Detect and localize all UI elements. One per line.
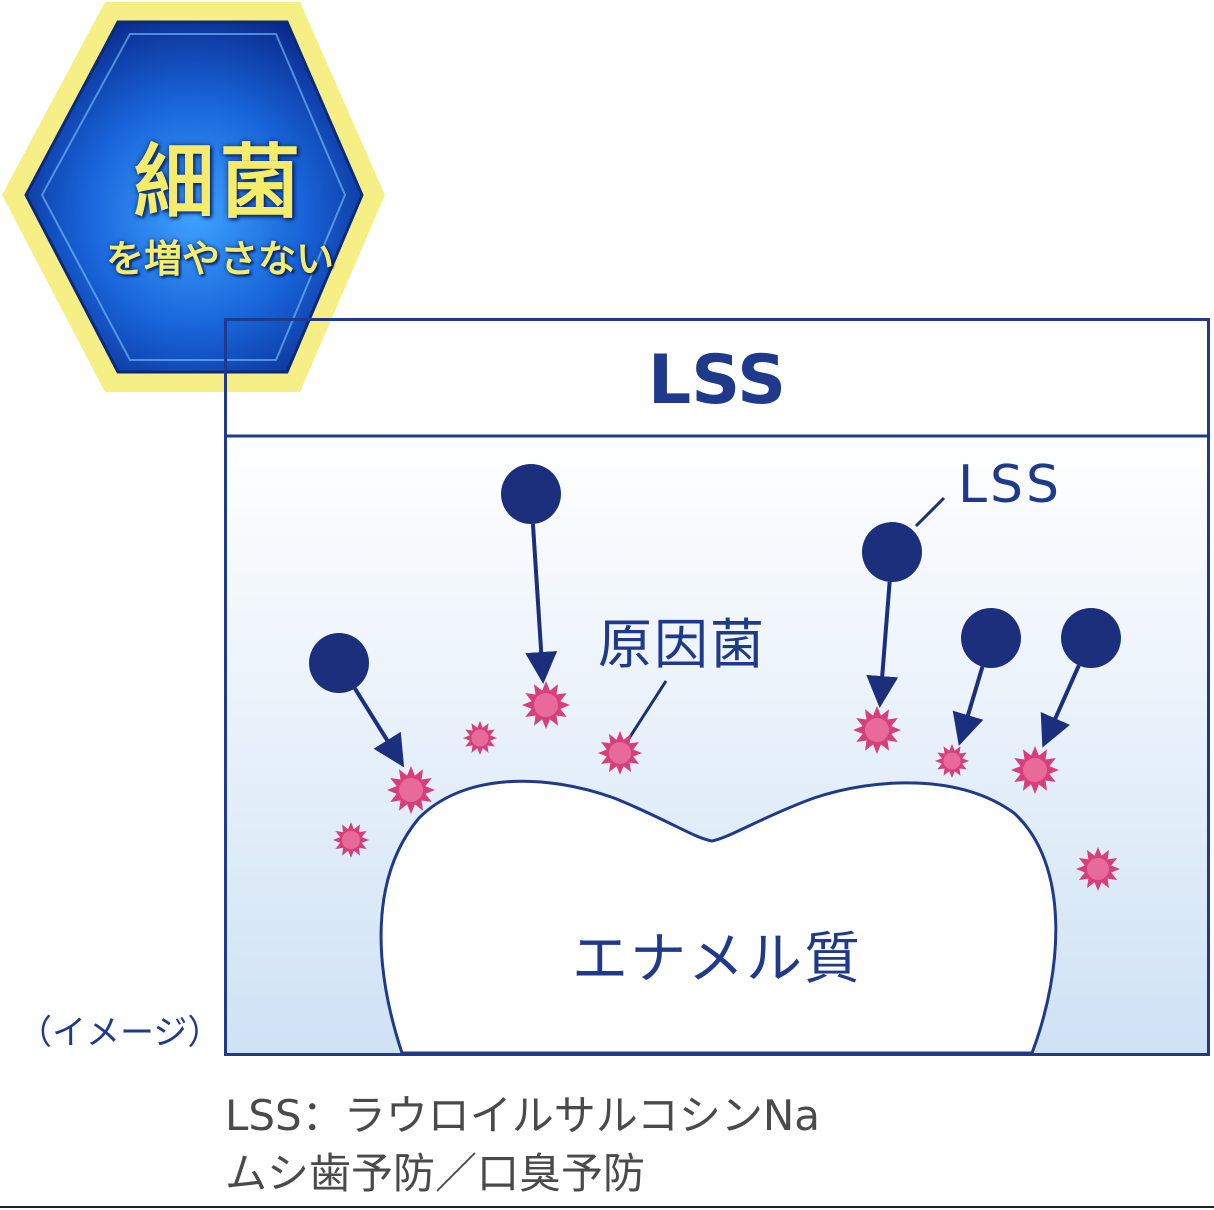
badge-hexagon	[2, 2, 385, 392]
bacteria-group	[333, 681, 1120, 891]
lss-molecules	[309, 464, 1121, 768]
image-note: （イメージ）	[18, 1013, 222, 1053]
enamel-label: エナメル質	[572, 927, 862, 992]
footer-definition: LSS：ラウロイルサルコシンNa	[225, 1091, 821, 1140]
bacterium-core	[609, 742, 631, 764]
bacterium-core	[943, 752, 961, 770]
lss-molecule-icon	[501, 464, 561, 524]
lss-leader-line	[914, 496, 946, 528]
bacterium-core	[534, 693, 558, 717]
lss-label: LSS	[958, 455, 1062, 515]
bacterium-core	[1023, 758, 1047, 782]
enamel-tooth	[379, 779, 1058, 1055]
lss-molecule-icon	[1061, 608, 1121, 668]
lss-molecule-icon	[309, 633, 369, 693]
footer-benefits: ムシ歯予防／口臭予防	[225, 1149, 646, 1198]
bacterium-core	[399, 778, 423, 802]
lss-arrow	[525, 523, 558, 684]
bacteria-leader-line	[626, 680, 668, 741]
diagram-canvas	[224, 318, 1210, 1056]
lss-arrow	[866, 581, 899, 708]
lss-arrow	[353, 687, 405, 768]
bacteria-label: 原因菌	[598, 613, 766, 676]
lss-molecule-icon	[961, 608, 1021, 668]
lss-arrow	[952, 666, 985, 746]
bacterium-core	[471, 729, 489, 747]
lss-arrow	[1040, 664, 1081, 748]
badge-subtitle: を増やさない	[105, 237, 334, 281]
bacterium-core	[342, 831, 360, 849]
bacterium-core	[865, 718, 889, 742]
diagram-panel: LSS	[224, 318, 1210, 1056]
badge-title: 細菌	[134, 136, 306, 229]
bacterium-core	[1087, 858, 1109, 880]
panel-header: LSS	[647, 341, 787, 420]
lss-molecule-icon	[862, 522, 922, 582]
bottom-rule	[0, 1206, 1214, 1208]
